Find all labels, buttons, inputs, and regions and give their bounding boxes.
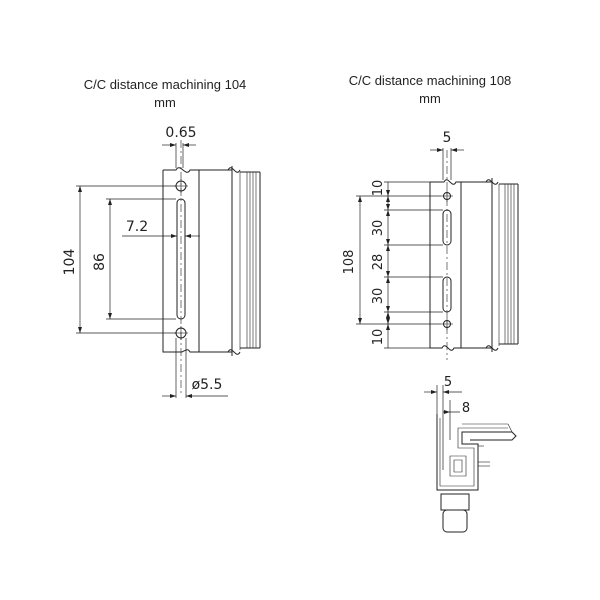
left-dimensions: 0.65 104 86 7.2 ø5.5 [62, 125, 228, 398]
dim-seg4-label: 30 [371, 288, 386, 305]
left-plate-outline [162, 170, 232, 353]
dim5-arrow-1 [437, 148, 443, 152]
sec-dim5-arrow-2 [443, 390, 449, 394]
section-cylinder-top [440, 493, 470, 511]
section-channel-inner [453, 459, 463, 473]
dim104-arrow-top [78, 186, 82, 192]
dim72-arrow-2 [185, 234, 191, 238]
dim108-arrow-bottom [358, 318, 362, 324]
section-flange-tip [507, 423, 513, 433]
left-title-line2: mm [154, 95, 176, 110]
dim-hole-diameter-label: ø5.5 [192, 377, 223, 393]
dim-slot-length-label: 86 [92, 253, 108, 271]
dim-top-offset-label: 0.65 [165, 125, 196, 141]
right-title-line2: mm [419, 91, 441, 106]
right-dimensions: 5 10 30 28 30 10 [342, 130, 464, 349]
sec-dim8-arrow [444, 410, 450, 414]
section-profile-inner [439, 418, 508, 487]
dim55-arrow-1 [170, 394, 176, 398]
section-channel [449, 455, 467, 477]
right-drawing-title: C/C distance machining 108 mm [305, 72, 555, 108]
left-break-top [227, 167, 241, 173]
right-profile [429, 150, 519, 360]
dim108-arrow-top [358, 196, 362, 202]
dim065-arrow-1 [170, 143, 176, 147]
left-plate-top [163, 167, 232, 173]
dim-seg2-label: 30 [371, 220, 386, 237]
dim-overall-label: 104 [62, 249, 78, 276]
dim86-arrow-bottom [108, 313, 112, 319]
section-cylinder-body [442, 509, 468, 533]
right-title-line1: C/C distance machining 108 [348, 73, 512, 88]
right-dim-top-offset-label: 5 [443, 130, 452, 146]
left-break-bottom [227, 349, 241, 355]
dim-seg5-label: 10 [371, 329, 386, 346]
right-dim-overall-label: 108 [342, 250, 357, 275]
dim104-arrow-bottom [78, 327, 82, 333]
dim5-arrow-2 [451, 148, 457, 152]
sec-dim5-arrow-1 [431, 390, 437, 394]
section-dim-b-label: 8 [462, 401, 470, 416]
chain-arrows [386, 190, 390, 330]
dim-seg3-label: 28 [371, 254, 386, 271]
dim55-arrow-2 [186, 394, 192, 398]
left-profile [162, 140, 261, 396]
right-plate-top [430, 179, 492, 185]
section-dim-a-label: 5 [444, 375, 452, 390]
dim86-arrow-top [108, 199, 112, 205]
left-title-line1: C/C distance machining 104 [83, 77, 247, 92]
section-profile-outer [436, 414, 517, 491]
dim72-arrow-1 [171, 234, 177, 238]
dim-slot-width-label: 7.2 [126, 219, 148, 235]
dim065-arrow-2 [183, 143, 189, 147]
dim-seg1-label: 10 [371, 180, 386, 197]
section-view: 5 8 [424, 375, 517, 533]
left-drawing-title: C/C distance machining 104 mm [40, 76, 290, 112]
